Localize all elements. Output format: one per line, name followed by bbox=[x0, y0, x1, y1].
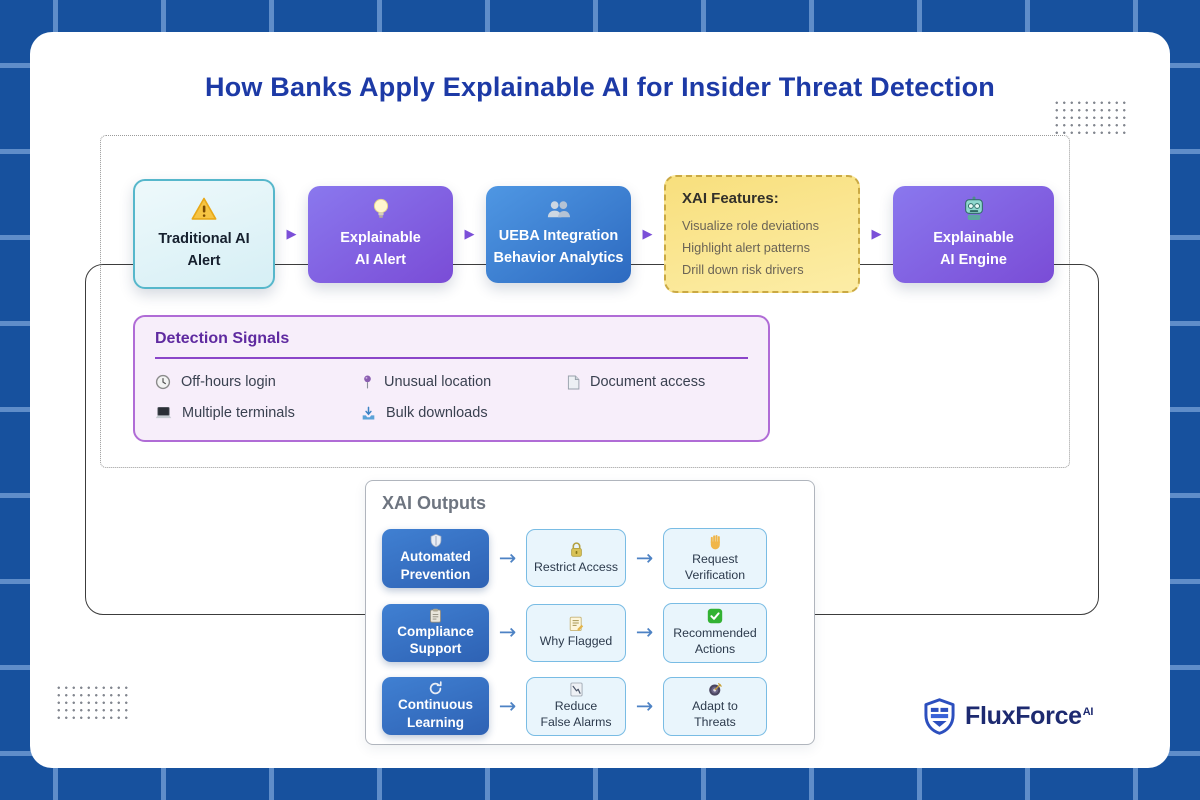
traditional-ai-alert-box: Traditional AI Alert bbox=[133, 179, 275, 289]
flow-arrow-icon: ▶ bbox=[464, 226, 475, 242]
recommended-actions-box: Recommended Actions bbox=[663, 602, 767, 663]
target-icon bbox=[708, 682, 723, 697]
flow-row: Traditional AI Alert ▶ Explainable AI Al… bbox=[133, 175, 1063, 293]
xai-feature-item: Visualize role deviations bbox=[682, 218, 820, 233]
fluxforce-shield-icon bbox=[923, 698, 956, 735]
lightbulb-icon bbox=[370, 197, 392, 221]
signal-label: Off-hours login bbox=[181, 374, 276, 390]
arrow-right-icon: → bbox=[635, 620, 654, 645]
signal-label: Bulk downloads bbox=[386, 405, 488, 421]
output-step-label: Reduce False Alarms bbox=[540, 698, 612, 729]
xai-features-title: XAI Features: bbox=[682, 190, 779, 207]
ueba-integration-box: UEBA Integration Behavior Analytics bbox=[486, 185, 631, 283]
flow-arrow-icon: ▶ bbox=[871, 226, 882, 242]
robot-icon bbox=[961, 196, 987, 221]
dot-pattern-top-right bbox=[1053, 99, 1127, 139]
explainable-ai-engine-box: Explainable AI Engine bbox=[893, 185, 1054, 283]
arrow-right-icon: → bbox=[498, 620, 517, 645]
flow-step-label: Explainable AI Alert bbox=[340, 229, 421, 268]
request-verification-box: Request Verification bbox=[663, 528, 767, 589]
pin-icon bbox=[361, 374, 374, 390]
signal-off-hours-login: Off-hours login bbox=[155, 374, 361, 390]
clipboard-icon bbox=[429, 608, 442, 623]
main-card: How Banks Apply Explainable AI for Insid… bbox=[30, 32, 1170, 768]
download-icon bbox=[361, 406, 376, 421]
arrow-right-icon: → bbox=[635, 545, 654, 570]
detection-signals-list: Off-hours login Unusual location Documen… bbox=[155, 374, 748, 421]
warning-icon bbox=[190, 196, 218, 222]
document-icon bbox=[567, 375, 580, 390]
output-step-label: Restrict Access bbox=[533, 559, 619, 574]
output-source-label: Automated Prevention bbox=[400, 549, 471, 582]
laptop-icon bbox=[155, 406, 172, 420]
xai-output-row: Continuous Learning → Reduce False Alarm… bbox=[382, 676, 798, 736]
signal-unusual-location: Unusual location bbox=[361, 374, 567, 390]
flow-dotted-container bbox=[100, 135, 1070, 468]
memo-icon bbox=[569, 616, 584, 632]
compliance-support-box: Compliance Support bbox=[382, 603, 489, 662]
restrict-access-box: Restrict Access bbox=[526, 529, 626, 588]
continuous-learning-box: Continuous Learning bbox=[382, 677, 489, 736]
page-title: How Banks Apply Explainable AI for Insid… bbox=[205, 72, 995, 102]
adapt-to-threats-box: Adapt to Threats bbox=[663, 676, 767, 736]
arrow-right-icon: → bbox=[498, 545, 517, 570]
why-flagged-box: Why Flagged bbox=[526, 603, 626, 662]
output-step-label: Request Verification bbox=[684, 552, 746, 582]
brand-logo: FluxForceAI bbox=[923, 698, 1093, 735]
output-step-label: Adapt to Threats bbox=[692, 698, 738, 729]
lock-icon bbox=[568, 541, 585, 558]
people-icon bbox=[545, 199, 572, 219]
xai-output-row: Compliance Support → Why Flagged → Recom… bbox=[382, 602, 798, 663]
brand-suffix: AI bbox=[1082, 705, 1094, 718]
signal-document-access: Document access bbox=[567, 374, 748, 390]
flow-arrow-icon: ▶ bbox=[642, 226, 653, 242]
shield-icon bbox=[430, 533, 442, 548]
signal-bulk-downloads: Bulk downloads bbox=[361, 405, 567, 421]
xai-outputs-panel: XAI Outputs Automated Prevention → Restr… bbox=[365, 480, 815, 745]
signal-label: Multiple terminals bbox=[182, 405, 295, 421]
xai-feature-item: Drill down risk drivers bbox=[682, 262, 804, 277]
xai-outputs-title: XAI Outputs bbox=[382, 493, 486, 513]
xai-features-box: XAI Features: Visualize role deviations … bbox=[664, 175, 860, 293]
automated-prevention-box: Automated Prevention bbox=[382, 529, 489, 588]
chart-down-icon bbox=[570, 682, 583, 697]
flow-arrow-icon: ▶ bbox=[286, 226, 297, 242]
signal-label: Document access bbox=[590, 374, 706, 390]
flow-step-label: Explainable AI Engine bbox=[933, 230, 1014, 268]
detection-divider bbox=[155, 357, 748, 359]
flow-step-label: UEBA Integration Behavior Analytics bbox=[493, 227, 624, 266]
flow-step-label: Traditional AI Alert bbox=[158, 230, 250, 269]
brand-name: FluxForceAI bbox=[965, 702, 1094, 730]
xai-feature-item: Highlight alert patterns bbox=[682, 240, 811, 255]
explainable-ai-alert-box: Explainable AI Alert bbox=[308, 185, 453, 283]
detection-signals-panel: Detection Signals Off-hours login Unusua… bbox=[133, 315, 770, 442]
clock-icon bbox=[155, 374, 171, 390]
arrow-right-icon: → bbox=[498, 693, 517, 718]
dot-pattern-bottom-left bbox=[55, 684, 129, 724]
check-icon bbox=[707, 608, 723, 624]
reduce-false-alarms-box: Reduce False Alarms bbox=[526, 676, 626, 736]
output-source-label: Compliance Support bbox=[397, 623, 474, 657]
signal-label: Unusual location bbox=[384, 374, 492, 390]
output-source-label: Continuous Learning bbox=[398, 697, 473, 730]
refresh-icon bbox=[428, 681, 443, 696]
arrow-right-icon: → bbox=[635, 693, 654, 718]
output-step-label: Recommended Actions bbox=[673, 625, 757, 656]
hand-icon bbox=[708, 533, 723, 550]
signal-multiple-terminals: Multiple terminals bbox=[155, 405, 361, 421]
xai-output-row: Automated Prevention → Restrict Access →… bbox=[382, 528, 798, 589]
detection-signals-title: Detection Signals bbox=[155, 330, 290, 347]
output-step-label: Why Flagged bbox=[539, 633, 613, 648]
